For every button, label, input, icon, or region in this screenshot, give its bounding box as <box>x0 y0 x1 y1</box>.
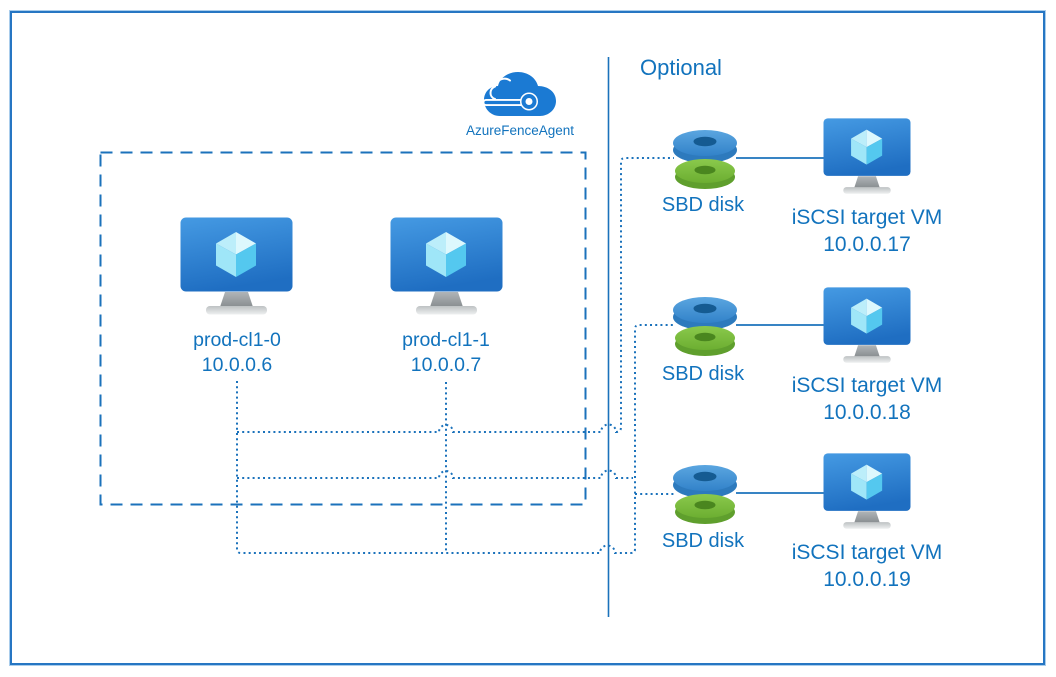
iscsi-vm3-label: iSCSI target VM <box>791 541 943 564</box>
vm-icon-iscsi-2 <box>823 287 911 363</box>
sbd-disk-icon-1 <box>673 130 737 189</box>
iscsi-vm1-ip: 10.0.0.17 <box>823 233 911 256</box>
sbd-disk3-label: SBD disk <box>661 530 745 552</box>
cluster-vm1-ip: 10.0.0.6 <box>201 354 273 376</box>
sbd-disk-icon-3 <box>673 465 737 524</box>
cluster-boundary-box <box>99 151 587 506</box>
vm-icon-prod-cl1-0 <box>180 217 293 315</box>
azure-fence-agent-label: AzureFenceAgent <box>465 123 575 138</box>
iscsi-vm2-ip: 10.0.0.18 <box>823 401 911 424</box>
cluster-vm2-ip: 10.0.0.7 <box>410 354 482 376</box>
iscsi-vm3-ip: 10.0.0.19 <box>823 568 911 591</box>
sbd-disk1-label: SBD disk <box>661 194 745 216</box>
azure-fence-agent-cloud-icon <box>484 72 556 116</box>
iscsi-vm1-label: iSCSI target VM <box>791 206 943 229</box>
connection-disk2-line <box>237 469 633 479</box>
vm-icon-prod-cl1-1 <box>390 217 503 315</box>
iscsi-vm2-label: iSCSI target VM <box>791 374 943 397</box>
sbd-disk-icon-2 <box>673 297 737 356</box>
optional-section-label: Optional <box>640 55 722 80</box>
iscsi-connection-network <box>236 157 674 554</box>
vm-icon-iscsi-1 <box>823 118 911 194</box>
sbd-disk2-label: SBD disk <box>661 363 745 385</box>
cluster-vm1-name: prod-cl1-0 <box>193 329 281 351</box>
outer-border <box>9 10 1046 666</box>
connection-bus-line <box>236 324 674 554</box>
cluster-vm2-name: prod-cl1-1 <box>402 329 490 351</box>
disk-vm-connectors <box>736 157 824 494</box>
vm-icon-iscsi-3 <box>823 453 911 529</box>
